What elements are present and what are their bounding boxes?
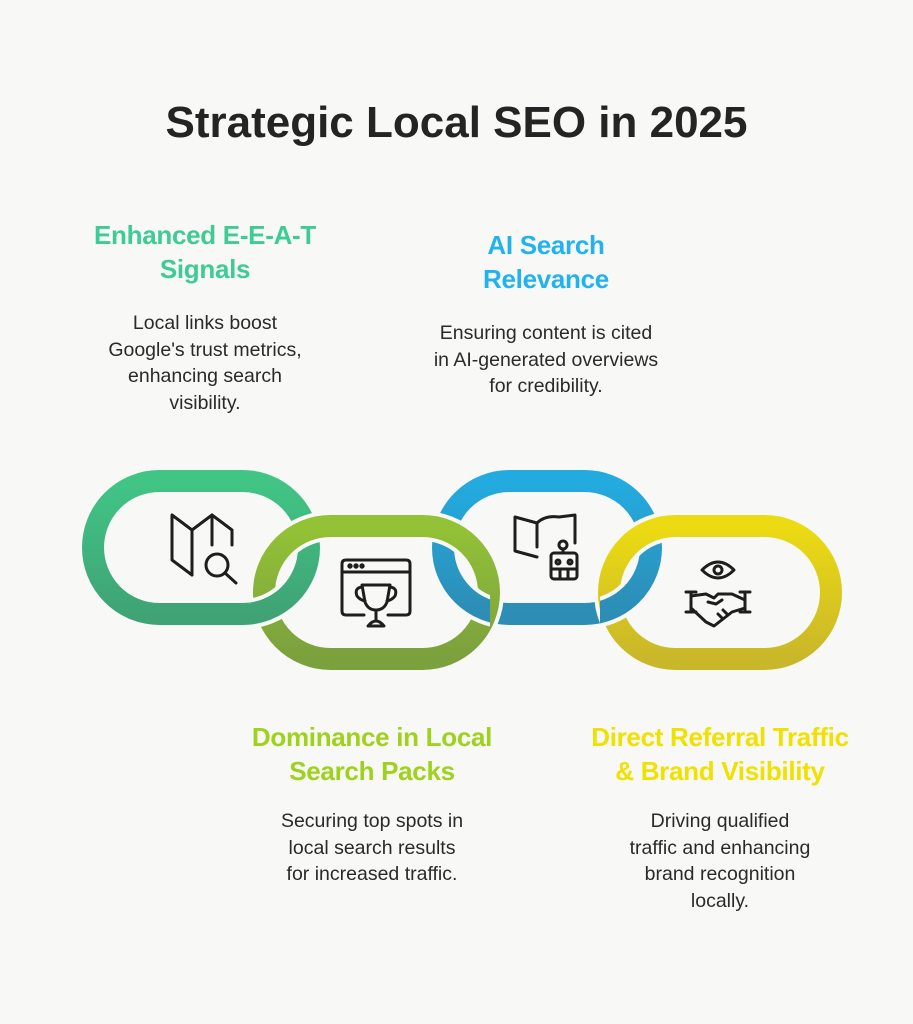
description-line: Driving qualified bbox=[650, 810, 790, 832]
item-description: Securing top spots in local search resul… bbox=[222, 808, 522, 888]
book-robot-icon bbox=[513, 513, 579, 581]
heading-line: AI Search bbox=[487, 230, 605, 260]
item-heading: Dominance in Local Search Packs bbox=[222, 720, 522, 788]
description-line: local search results bbox=[288, 836, 456, 859]
heading-line: Relevance bbox=[483, 264, 609, 294]
heading-line: Signals bbox=[159, 254, 251, 284]
description-line: Ensuring content is cited bbox=[439, 322, 653, 344]
item-eeat-signals: Enhanced E-E-A-T Signals Local links boo… bbox=[55, 218, 355, 416]
item-ai-search-relevance: AI Search Relevance Ensuring content is … bbox=[396, 228, 696, 400]
description-line: in AI-generated overviews bbox=[433, 348, 659, 371]
item-referral-traffic: Direct Referral Traffic & Brand Visibili… bbox=[560, 720, 880, 914]
description-line: Securing top spots in bbox=[280, 810, 464, 832]
lime-link bbox=[249, 511, 504, 674]
heading-line: Search Packs bbox=[289, 756, 455, 786]
description-line: for increased traffic. bbox=[286, 863, 458, 885]
page-title: Strategic Local SEO in 2025 bbox=[165, 98, 748, 147]
item-heading: AI Search Relevance bbox=[396, 228, 696, 296]
item-heading: Enhanced E-E-A-T Signals bbox=[55, 218, 355, 286]
description-line: brand recognition bbox=[644, 863, 796, 885]
description-line: Google's trust metrics, bbox=[108, 338, 302, 361]
item-heading: Direct Referral Traffic & Brand Visibili… bbox=[560, 720, 880, 788]
heading-line: Dominance in Local bbox=[251, 722, 493, 752]
item-description: Driving qualified traffic and enhancing … bbox=[560, 808, 880, 914]
map-search-icon bbox=[170, 513, 238, 585]
item-description: Ensuring content is cited in AI-generate… bbox=[396, 320, 696, 400]
browser-trophy-icon bbox=[340, 558, 412, 628]
blue-link bbox=[432, 470, 662, 625]
item-description: Local links boost Google's trust metrics… bbox=[55, 310, 355, 416]
green-link bbox=[82, 470, 320, 625]
description-line: enhancing search bbox=[128, 365, 282, 387]
description-line: Local links boost bbox=[132, 312, 278, 334]
description-line: for credibility. bbox=[489, 375, 603, 397]
heading-line: & Brand Visibility bbox=[615, 756, 825, 786]
description-line: locally. bbox=[690, 889, 750, 912]
description-line: visibility. bbox=[169, 391, 241, 414]
heading-line: Enhanced E-E-A-T bbox=[94, 220, 316, 250]
heading-line: Direct Referral Traffic bbox=[591, 722, 849, 752]
item-local-search-packs: Dominance in Local Search Packs Securing… bbox=[222, 720, 522, 888]
description-line: traffic and enhancing bbox=[629, 836, 811, 859]
eye-handshake-icon bbox=[684, 560, 752, 628]
yellow-link bbox=[594, 511, 846, 674]
